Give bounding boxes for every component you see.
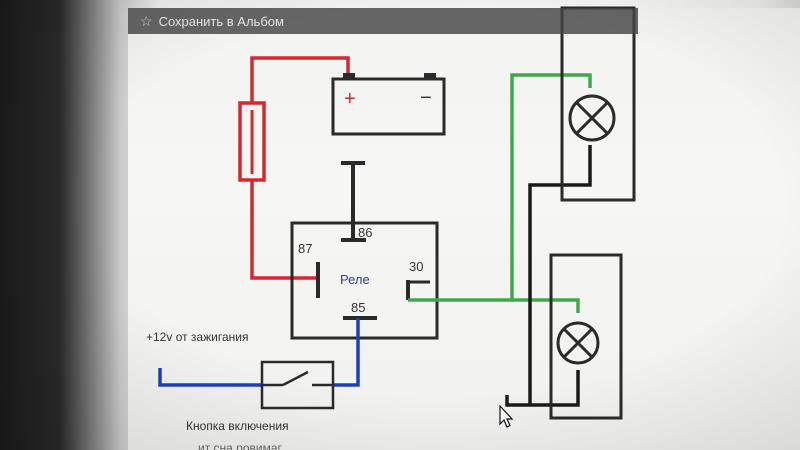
black-wire-upper xyxy=(528,145,592,405)
green-wire-branch xyxy=(512,298,580,313)
battery-plus-label: + xyxy=(344,88,356,110)
relay-pin-85-label: 85 xyxy=(351,300,365,315)
headlight-lower-housing xyxy=(549,253,623,420)
image-viewer xyxy=(128,8,800,450)
lamp-lower-icon xyxy=(556,321,600,365)
red-wire-top xyxy=(250,56,350,103)
black-wire-lower xyxy=(505,370,580,407)
battery-terminal-plus xyxy=(343,73,355,80)
blue-wire-to-relay xyxy=(333,318,360,387)
relay-box xyxy=(290,221,439,340)
save-to-album-button[interactable]: ☆ Сохранить в Альбом xyxy=(128,8,638,34)
headlight-upper-housing xyxy=(560,6,636,202)
star-icon: ☆ xyxy=(140,12,153,29)
relay-label: Реле xyxy=(340,272,370,287)
partial-caption: ит сна ровимаг xyxy=(198,441,283,450)
relay-pin-30-label: 30 xyxy=(409,259,423,274)
battery xyxy=(331,77,446,136)
fuse xyxy=(238,101,266,182)
relay-pin-87-label: 87 xyxy=(298,241,312,256)
battery-minus-label: − xyxy=(420,87,432,109)
cursor-icon xyxy=(499,404,514,428)
lamp-upper-icon xyxy=(568,94,616,142)
battery-terminal-minus xyxy=(424,73,436,80)
lamp-lower-cross-b xyxy=(562,327,594,359)
save-to-album-label: Сохранить в Альбом xyxy=(158,13,284,29)
red-wire xyxy=(250,180,318,280)
blue-wire-ignition xyxy=(158,368,262,387)
lamp-upper-cross-b xyxy=(575,101,609,135)
ignition-label: +12v от зажигания xyxy=(146,330,248,344)
switch-contact xyxy=(282,370,309,387)
relay-pin-86-label: 86 xyxy=(358,225,372,240)
button-label: Кнопка включения xyxy=(186,419,289,433)
green-wire-main xyxy=(408,73,592,302)
